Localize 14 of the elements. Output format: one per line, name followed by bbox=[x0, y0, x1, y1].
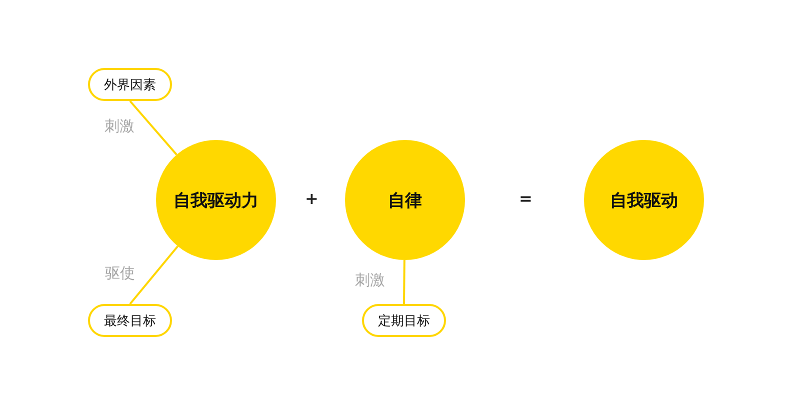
concept-circle: 自我驱动 bbox=[584, 140, 704, 260]
connector-line bbox=[129, 100, 178, 156]
connector-line bbox=[403, 260, 406, 304]
operator-symbol: = bbox=[519, 189, 532, 208]
concept-circle: 自律 bbox=[345, 140, 465, 260]
connector-line bbox=[129, 246, 179, 305]
edge-label: 驱使 bbox=[104, 264, 136, 284]
label-pill: 外界因素 bbox=[88, 68, 172, 101]
edge-label: 刺激 bbox=[354, 270, 386, 290]
operator-symbol: + bbox=[305, 189, 318, 208]
edge-label: 刺激 bbox=[103, 116, 136, 136]
concept-circle: 自我驱动力 bbox=[156, 140, 276, 260]
label-pill: 最终目标 bbox=[88, 304, 172, 337]
label-pill: 定期目标 bbox=[362, 304, 446, 337]
